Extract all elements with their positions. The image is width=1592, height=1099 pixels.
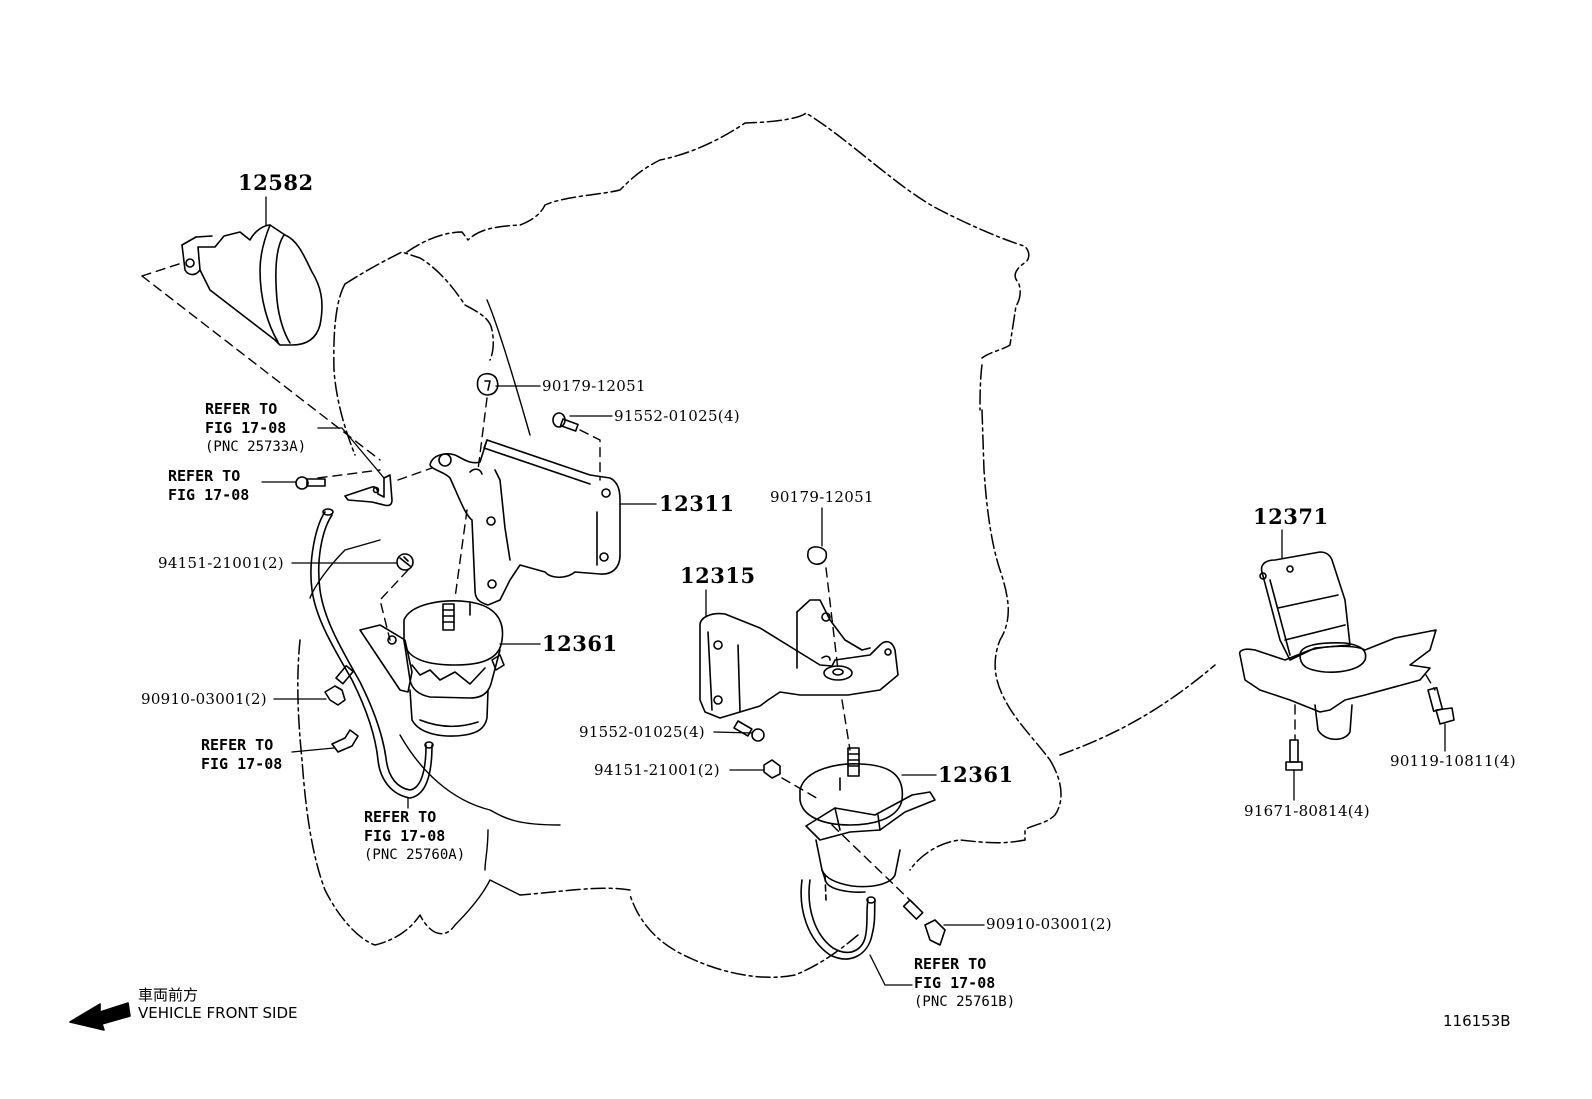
clip-ref-left[interactable]	[332, 730, 358, 752]
hook-bracket-ref[interactable]	[345, 475, 392, 505]
part-12361-left-mount[interactable]	[360, 601, 504, 736]
reference-line: REFER TO	[364, 808, 437, 826]
reference-line: FIG 17-08	[205, 419, 287, 437]
arrow-left-icon	[70, 1003, 130, 1030]
part-label-12315[interactable]: 12315	[680, 563, 756, 588]
dashed-guide-12582	[142, 263, 380, 460]
reference-line: FIG 17-08	[364, 827, 446, 845]
bolt-91552-center[interactable]	[734, 721, 764, 741]
bolt-91552-left[interactable]	[553, 413, 578, 431]
part-12311-bracket[interactable]	[430, 440, 620, 605]
fastener-label-90179-right[interactable]: 90179-12051	[770, 488, 874, 506]
part-12361-right-mount[interactable]	[800, 748, 935, 892]
fastener-label-90910-right[interactable]: 90910-03001(2)	[986, 915, 1112, 933]
reference-line: FIG 17-08	[914, 974, 996, 992]
bolt-90910-right[interactable]	[904, 900, 945, 945]
fastener-label-90119[interactable]: 90119-10811(4)	[1390, 752, 1516, 770]
fastener-label-94151-left[interactable]: 94151-21001(2)	[158, 554, 284, 572]
reference-line: FIG 17-08	[168, 486, 250, 504]
part-label-12361-right[interactable]: 12361	[938, 762, 1014, 787]
fastener-label-91552-center[interactable]: 91552-01025(4)	[579, 723, 705, 741]
reference-line: REFER TO	[201, 736, 274, 754]
nut-94151-center[interactable]	[764, 760, 780, 778]
nut-90179-right[interactable]	[808, 547, 827, 564]
part-label-12311[interactable]: 12311	[659, 491, 735, 516]
reference-line: REFER TO	[168, 467, 241, 485]
bolt-90119[interactable]	[1428, 688, 1454, 751]
reference-line: FIG 17-08	[201, 755, 283, 773]
vehicle-front-english: VEHICLE FRONT SIDE	[138, 1004, 298, 1022]
engine-contours	[310, 300, 560, 925]
part-12315-bracket[interactable]	[700, 590, 898, 718]
hose-left[interactable]	[311, 509, 433, 798]
bolt-91671[interactable]	[1286, 740, 1302, 800]
vehicle-front-japanese: 車両前方	[138, 986, 199, 1004]
fastener-label-94151-center[interactable]: 94151-21001(2)	[594, 761, 720, 779]
reference-pnc: (PNC 25761B)	[914, 994, 1016, 1010]
fastener-label-91671[interactable]: 91671-80814(4)	[1244, 802, 1370, 820]
assembly-guides-center	[782, 568, 1435, 905]
nut-90179-left[interactable]	[477, 374, 497, 395]
part-label-12582[interactable]: 12582	[238, 170, 314, 195]
part-label-12371[interactable]: 12371	[1253, 504, 1329, 529]
leader-lines	[262, 386, 984, 985]
part-label-12361-left[interactable]: 12361	[542, 631, 618, 656]
fastener-label-90910-left[interactable]: 90910-03001(2)	[141, 690, 267, 708]
part-12371-rear-mount[interactable]	[1240, 530, 1436, 739]
hose-right[interactable]	[801, 875, 875, 959]
reference-pnc: (PNC 25760A)	[364, 847, 466, 863]
reference-pnc: (PNC 25733A)	[205, 439, 307, 455]
nut-94151-left[interactable]	[397, 554, 413, 570]
fastener-label-91552-left[interactable]: 91552-01025(4)	[614, 407, 740, 425]
engine-outline	[298, 113, 1215, 977]
figure-number: 116153B	[1443, 1012, 1511, 1030]
bolt-90910-left[interactable]	[325, 666, 353, 705]
part-12582-insulator[interactable]	[182, 197, 322, 345]
fastener-label-90179-left[interactable]: 90179-12051	[542, 377, 646, 395]
bolt-ref-fig[interactable]	[296, 477, 325, 489]
reference-line: REFER TO	[205, 400, 278, 418]
reference-line: REFER TO	[914, 955, 987, 973]
assembly-guides-left	[318, 398, 600, 640]
